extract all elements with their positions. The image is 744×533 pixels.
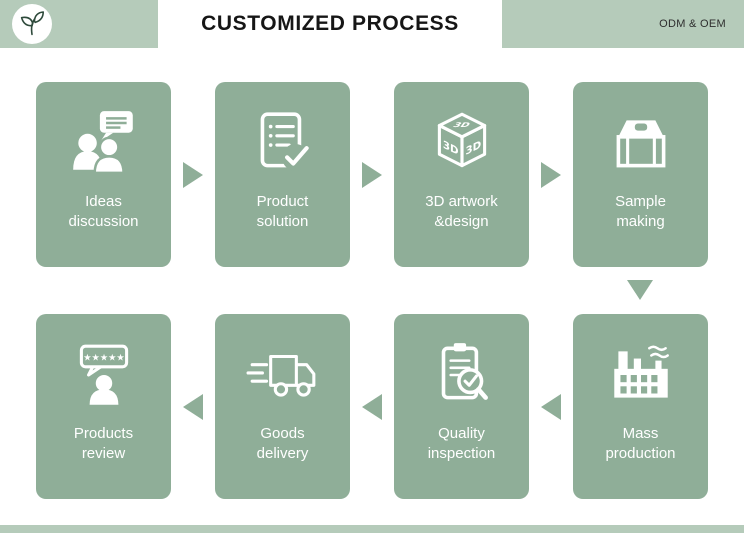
card-label: Product solution [256, 193, 309, 231]
plant-logo-icon [20, 11, 44, 36]
header-bar: CUSTOMIZED PROCESS ODM & OEM [0, 0, 744, 48]
card-label: 3D artwork &design [425, 193, 498, 231]
process-row-2: ★★★★★ Products review Goods delivery [36, 314, 708, 499]
card-label: Ideas discussion [68, 193, 139, 231]
3d-cube-icon: 3D 3D 3D [437, 112, 486, 168]
process-row-1: Ideas discussion Product solution [36, 82, 708, 267]
card-products-review: ★★★★★ Products review [36, 314, 171, 499]
card-quality-inspection: Quality inspection [394, 314, 529, 499]
card-label: Goods delivery [256, 425, 309, 463]
svg-text:★★★★★: ★★★★★ [83, 353, 124, 364]
arrow-right-icon [541, 161, 561, 188]
arrow-right-icon [362, 161, 382, 188]
title-box: CUSTOMIZED PROCESS [158, 0, 502, 48]
arrow-down-icon [627, 280, 653, 300]
inspection-magnifier-icon [441, 343, 488, 400]
review-stars-icon: ★★★★★ [79, 344, 128, 405]
arrow-left-icon [362, 393, 382, 420]
arrow-right-icon [183, 161, 203, 188]
arrow-left-icon [183, 393, 203, 420]
process-diagram: Ideas discussion Product solution [0, 48, 744, 525]
logo [12, 4, 52, 44]
card-3d-artwork-design: 3D 3D 3D 3D artwork &design [394, 82, 529, 267]
card-label: Products review [73, 425, 134, 463]
svg-text:3D: 3D [450, 122, 471, 129]
card-label: Mass production [605, 425, 676, 463]
factory-icon [613, 345, 669, 398]
card-ideas-discussion: Ideas discussion [36, 82, 171, 267]
svg-text:3D: 3D [442, 138, 458, 158]
card-mass-production: Mass production [573, 314, 708, 499]
card-label: Quality inspection [427, 425, 496, 463]
card-label: Sample making [615, 193, 666, 231]
card-product-solution: Product solution [215, 82, 350, 267]
odm-oem-label: ODM & OEM [659, 18, 726, 30]
document-check-icon [260, 112, 309, 171]
page-title: CUSTOMIZED PROCESS [201, 12, 459, 35]
svg-text:3D: 3D [465, 138, 481, 158]
sample-box-icon [616, 120, 665, 168]
delivery-truck-icon [246, 354, 315, 397]
people-discussion-icon [72, 111, 133, 175]
card-goods-delivery: Goods delivery [215, 314, 350, 499]
footer-bar [0, 525, 744, 533]
arrow-left-icon [541, 393, 561, 420]
card-sample-making: Sample making [573, 82, 708, 267]
